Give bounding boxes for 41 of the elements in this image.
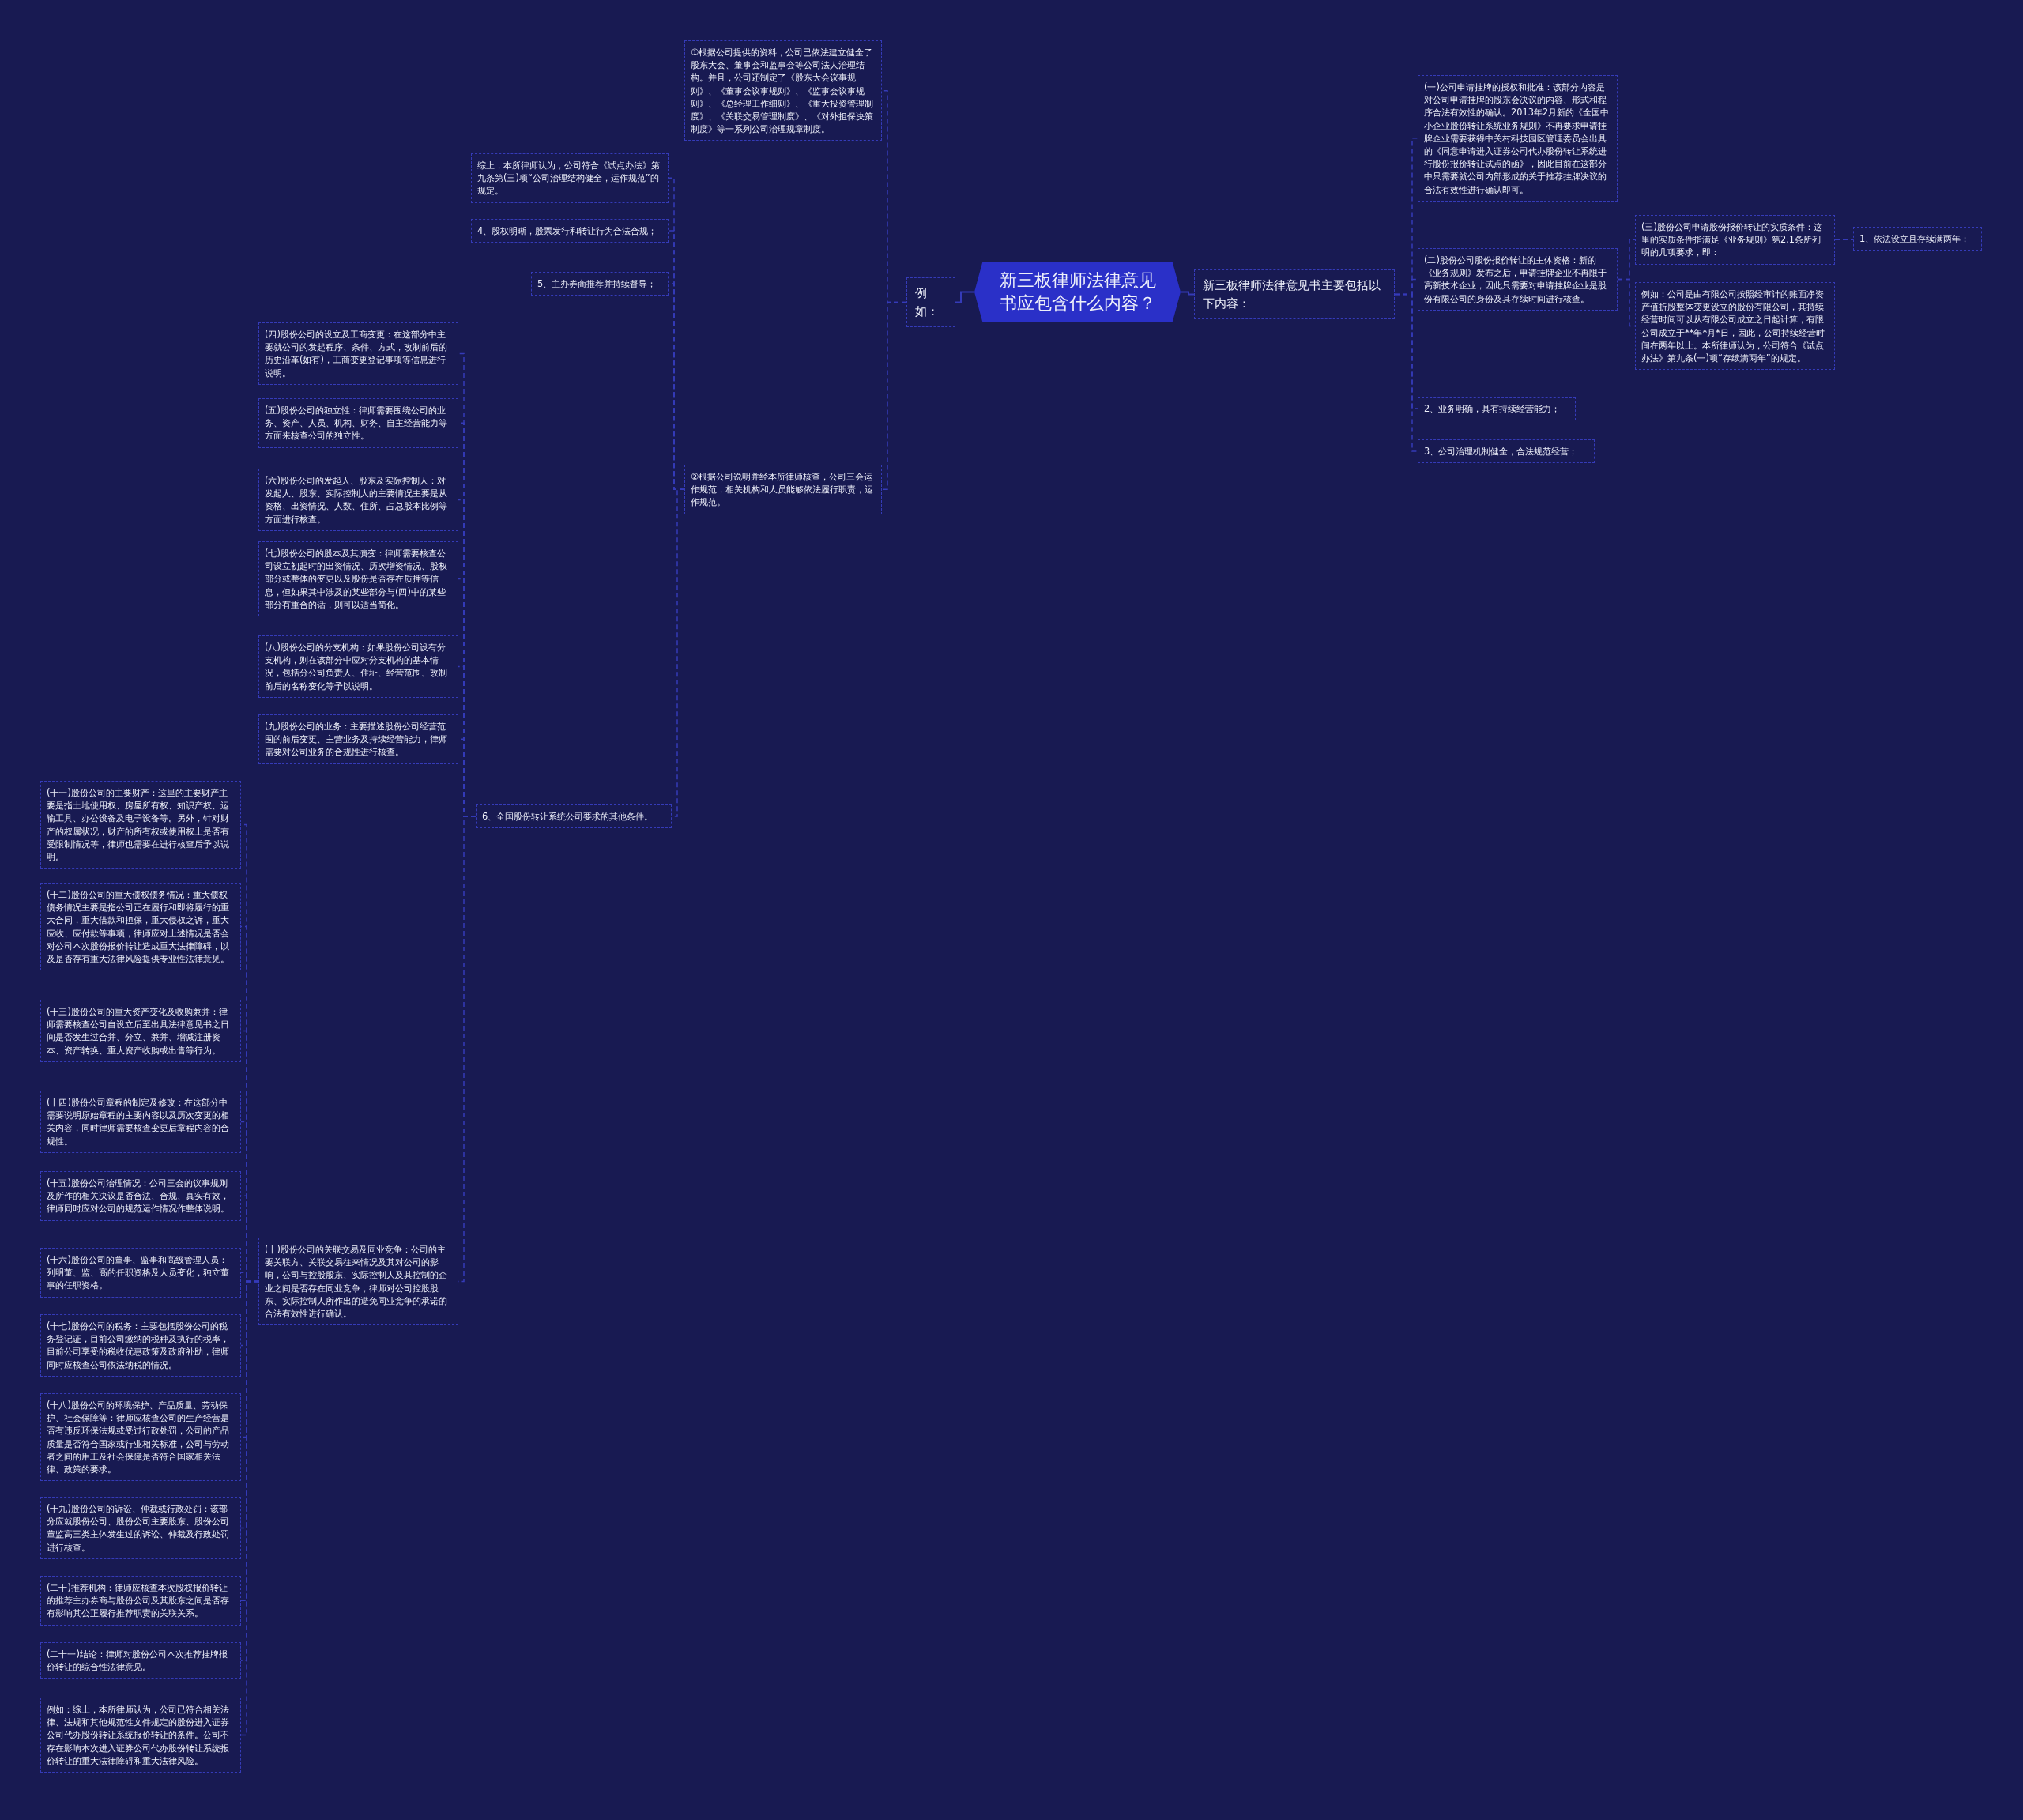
- topic-box: 5、主办券商推荐并持续督导；: [531, 272, 669, 296]
- topic-box: (五)股份公司的独立性：律师需要围绕公司的业务、资产、人员、机构、财务、自主经营能力等方面来核查公司的独立性。: [258, 398, 458, 448]
- topic-box: 例如：: [906, 277, 955, 327]
- topic-box: (四)股份公司的设立及工商变更：在这部分中主要就公司的发起程序、条件、方式，改制前后的历史沿革(如有)，工商变更登记事项等信息进行说明。: [258, 322, 458, 385]
- topic-box: 6、全国股份转让系统公司要求的其他条件。: [476, 804, 672, 829]
- topic-box: 3、公司治理机制健全，合法规范经营；: [1418, 439, 1595, 464]
- connector-line: [1394, 293, 1418, 452]
- topic-box: (十六)股份公司的董事、监事和高级管理人员：列明董、监、高的任职资格及人员变化，独立董事的任职资格。: [40, 1248, 241, 1298]
- topic-box: 4、股权明晰，股票发行和转让行为合法合规；: [471, 219, 669, 243]
- connector-line: [1180, 291, 1195, 296]
- topic-box: (二)股份公司股份报价转让的主体资格：新的《业务规则》发布之后，申请挂牌企业不再限于高新技术企业，因此只需要对申请挂牌企业是股份有限公司的身份及其存续时间进行核查。: [1418, 248, 1618, 311]
- topic-box: 2、业务明确，具有持续经营能力；: [1418, 397, 1576, 421]
- topic-box: (二十一)结论：律师对股份公司本次推荐挂牌报价转让的综合性法律意见。: [40, 1642, 241, 1679]
- topic-box: 例如：综上，本所律师认为，公司已符合相关法律、法规和其他规范性文件规定的股份进入证券公司代办股份转让系统报价转让的条件。公司不存在影响本次进入证券公司代办股份转让系统报价转让的重大法律障碍和重大法律风险。: [40, 1698, 241, 1773]
- topic-box: (六)股份公司的发起人、股东及实际控制人：对发起人、股东、实际控制人的主要情况主要是从资格、出资情况、人数、住所、占总股本比例等方面进行核查。: [258, 469, 458, 531]
- topic-box: (一)公司申请挂牌的授权和批准：该部分内容是对公司申请挂牌的股东会决议的内容、形式和程序合法有效性的确认。2013年2月新的《全国中小企业股份转让系统业务规则》不再要求申请挂牌企业需要获得中关村科技园区管理委员会出具的《同意申请进入证券公司代办股份转让系统进行股份报价转让试点的函》，因此目前在这部分中只需要就公司内部形成的关于推荐挂牌决议的合法有效性进行确认即可。: [1418, 75, 1618, 202]
- topic-box: (十二)股份公司的重大债权债务情况：重大债权债务情况主要是指公司正在履行和即将履行的重大合同，重大借款和担保，重大侵权之诉，重大应收、应付款等事项，律师应对上述情况是否会对公司本次股份报价转让造成重大法律障碍，以及是否存有重大法律风险提供专业性法律意见。: [40, 883, 241, 971]
- topic-box: (八)股份公司的分支机构：如果股份公司设有分支机构，则在该部分中应对分支机构的基本情况，包括分公司负责人、住址、经营范围、改制前后的名称变化等予以说明。: [258, 635, 458, 698]
- topic-box: 新三板律师法律意见书主要包括以下内容：: [1194, 269, 1395, 319]
- connector-line: [1834, 239, 1854, 241]
- topic-box: (十四)股份公司章程的制定及修改：在这部分中需要说明原始章程的主要内容以及历次变更的相关内容，同时律师需要核查变更后章程内容的合规性。: [40, 1091, 241, 1153]
- topic-box: (七)股份公司的股本及其演变：律师需要核查公司设立初起时的出资情况、历次增资情况、股权部分或整体的变更以及股份是否存在质押等信息，但如果其中涉及的某些部分与(四)中的某些部分有重合的话，则可以适当简化。: [258, 541, 458, 616]
- connector-line: [955, 291, 975, 303]
- topic-box: 例如：公司是由有限公司按照经审计的账面净资产值折股整体变更设立的股份有限公司，其持续经营时间可以从有限公司成立之日起计算，有限公司成立于**年*月*日，因此，公司持续经营时间在两年以上。本所律师认为，公司符合《试点办法》第九条(一)项“存续满两年”的规定。: [1635, 282, 1835, 371]
- topic-box: (十五)股份公司治理情况：公司三会的议事规则及所作的相关决议是否合法、合规、真实有效，律师同时应对公司的规范运作情况作整体说明。: [40, 1171, 241, 1221]
- topic-box: (二十)推荐机构：律师应核查本次股权报价转让的推荐主办券商与股份公司及其股东之间是否存有影响其公正履行推荐职责的关联关系。: [40, 1576, 241, 1626]
- topic-box: ②根据公司说明并经本所律师核查，公司三会运作规范，相关机构和人员能够依法履行职责，运作规范。: [684, 465, 882, 514]
- topic-box: (十八)股份公司的环境保护、产品质量、劳动保护、社会保障等：律师应核查公司的生产经营是否有违反环保法规或受过行政处罚，公司的产品质量是否符合国家或行业相关标准，公司与劳动者之间的用工及社会保障是否符合国家相关法律、政策的要求。: [40, 1393, 241, 1482]
- topic-box: (十)股份公司的关联交易及同业竞争：公司的主要关联方、关联交易往来情况及其对公司的影响，公司与控股股东、实际控制人及其控制的企业之间是否存在同业竞争，律师对公司控股股东、实际控制人所作出的避免同业竞争的承诺的合法有效性进行确认。: [258, 1238, 458, 1326]
- topic-box: (十九)股份公司的诉讼、仲裁或行政处罚：该部分应就股份公司、股份公司主要股东、股份公司董监高三类主体发生过的诉讼、仲裁及行政处罚进行核查。: [40, 1497, 241, 1559]
- topic-box: (九)股份公司的业务：主要描述股份公司经营范围的前后变更、主营业务及持续经营能力，律师需要对公司业务的合规性进行核查。: [258, 714, 458, 764]
- topic-box: 综上，本所律师认为，公司符合《试点办法》第九条第(三)项“公司治理结构健全，运作规范”的规定。: [471, 153, 669, 203]
- connector-line: [1617, 278, 1636, 327]
- topic-box: 1、依法设立且存续满两年；: [1853, 227, 1982, 251]
- topic-box: ①根据公司提供的资料，公司已依法建立健全了股东大会、董事会和监事会等公司法人治理结构。并且，公司还制定了《股东大会议事规则》、《董事会议事规则》、《监事会议事规则》、《总经理工作细则》、《重大投资管理制度》、《关联交易管理制度》、《对外担保决策制度》等一系列公司治理规章制度。: [684, 40, 882, 141]
- topic-box: (三)股份公司申请股份报价转让的实质条件：这里的实质条件指满足《业务规则》第2.1条所列明的几项要求，即：: [1635, 215, 1835, 265]
- topic-box: (十一)股份公司的主要财产：这里的主要财产主要是指土地使用权、房屋所有权、知识产权、运输工具、办公设备及电子设备等。另外，针对财产的权属状况，财产的所有权或使用权上是否有受限制情况等，律师也需要在进行核查后予以说明。: [40, 781, 241, 869]
- topic-box: (十七)股份公司的税务：主要包括股份公司的税务登记证，目前公司缴纳的税种及执行的税率，目前公司享受的税收优惠政策及政府补助，律师同时应核查公司依法纳税的情况。: [40, 1314, 241, 1377]
- topic-box: (十三)股份公司的重大资产变化及收购兼并：律师需要核查公司自设立后至出具法律意见书之日间是否发生过合并、分立、兼并、增减注册资本、资产转换、重大资产收购或出售等行为。: [40, 1000, 241, 1062]
- title-hexagon: 新三板律师法律意见书应包含什么内容？: [974, 262, 1181, 322]
- connector-line: [881, 301, 907, 491]
